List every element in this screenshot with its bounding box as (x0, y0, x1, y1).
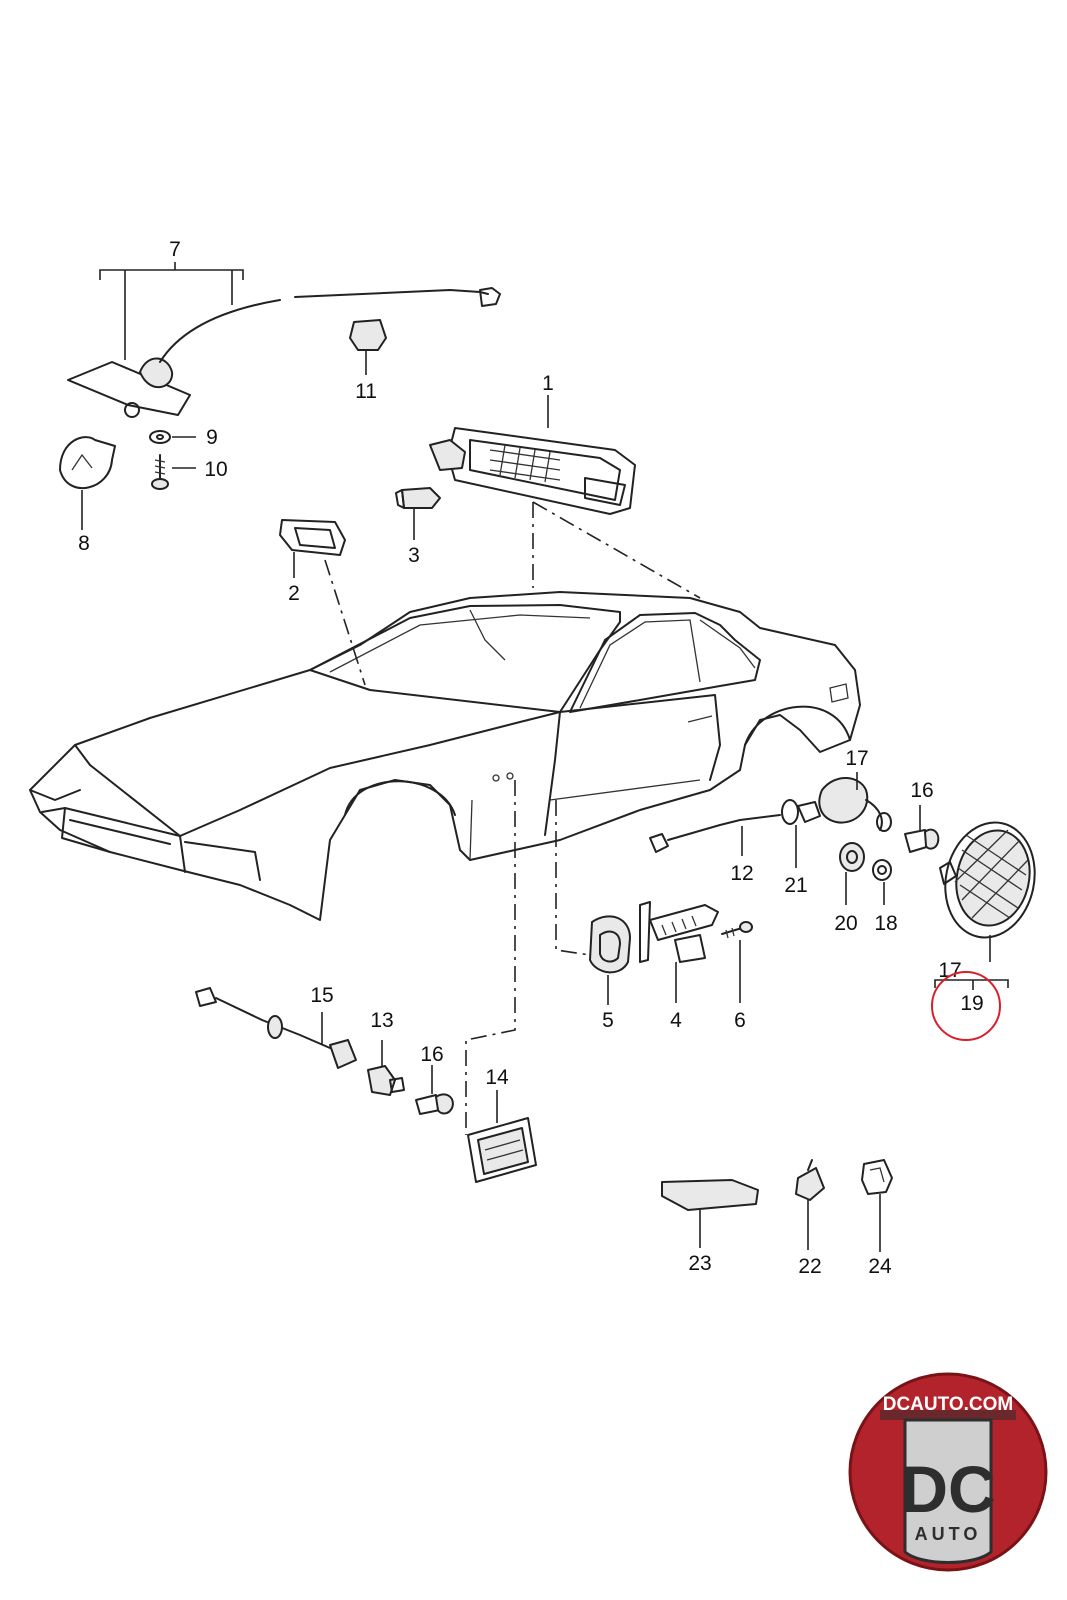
callout-12: 12 (730, 862, 753, 885)
gasket-5 (589, 915, 631, 1005)
wire-harness-12 (649, 814, 781, 856)
nut-20 (839, 842, 865, 905)
mount-4 (639, 901, 719, 1003)
callout-2: 2 (288, 582, 300, 605)
logo-sub-text: AUTO (915, 1524, 982, 1544)
callout-13: 13 (370, 1009, 393, 1032)
callout-16-lower: 16 (420, 1043, 443, 1066)
screw-10 (151, 454, 196, 490)
clip-22 (795, 1159, 825, 1250)
callout-14: 14 (485, 1066, 509, 1089)
washer-9 (149, 430, 196, 444)
clip-11 (349, 319, 387, 375)
callout-20: 20 (834, 912, 857, 935)
callout-17-upper: 17 (845, 747, 868, 770)
callout-17-lower: 17 (938, 959, 961, 982)
highlight-circle-19 (931, 971, 1001, 1041)
wire-harness-15 (195, 987, 357, 1069)
callout-4: 4 (670, 1009, 682, 1032)
bulb-8 (59, 436, 116, 530)
logo-site-text: DCAUTO.COM (883, 1394, 1014, 1415)
callout-5: 5 (602, 1009, 614, 1032)
callout-6: 6 (734, 1009, 746, 1032)
callout-3: 3 (408, 544, 420, 567)
socket-13 (367, 1040, 405, 1096)
callout-24: 24 (868, 1255, 892, 1278)
clip-24 (861, 1159, 893, 1252)
callout-9: 9 (206, 426, 218, 449)
bulb-16-lower (415, 1065, 454, 1115)
callout-16-upper: 16 (910, 779, 933, 802)
license-lamp-assembly (67, 262, 501, 418)
side-marker-19 (934, 821, 1036, 990)
callout-1: 1 (542, 372, 554, 395)
bracket-2 (279, 519, 346, 578)
callout-10: 10 (204, 458, 227, 481)
car-body-outline (29, 591, 861, 921)
lens-14 (467, 1090, 537, 1183)
dcauto-logo: DCAUTO.COM DC AUTO (848, 1372, 1048, 1572)
grommet-21 (781, 799, 821, 868)
callout-23: 23 (688, 1252, 711, 1275)
washer-18 (872, 859, 892, 905)
socket-17-upper (818, 772, 892, 832)
callout-19: 19 (960, 992, 983, 1015)
bulb-3 (395, 487, 441, 540)
callout-22: 22 (798, 1255, 821, 1278)
screw-6 (721, 921, 753, 1003)
callout-7: 7 (169, 238, 181, 261)
dashed-leaders (324, 501, 701, 1135)
bulb-16-upper (904, 805, 940, 853)
callout-21: 21 (784, 874, 807, 897)
callout-8: 8 (78, 532, 90, 555)
seal-strip-23 (661, 1179, 759, 1248)
lamp-housing-1 (429, 395, 636, 515)
callout-18: 18 (874, 912, 897, 935)
callout-labels: 7 1 11 9 10 8 3 2 17 16 12 21 20 18 17 1… (78, 238, 984, 1278)
callout-11: 11 (355, 380, 377, 403)
callout-15: 15 (310, 984, 333, 1007)
logo-mark-text: DC (900, 1452, 995, 1526)
